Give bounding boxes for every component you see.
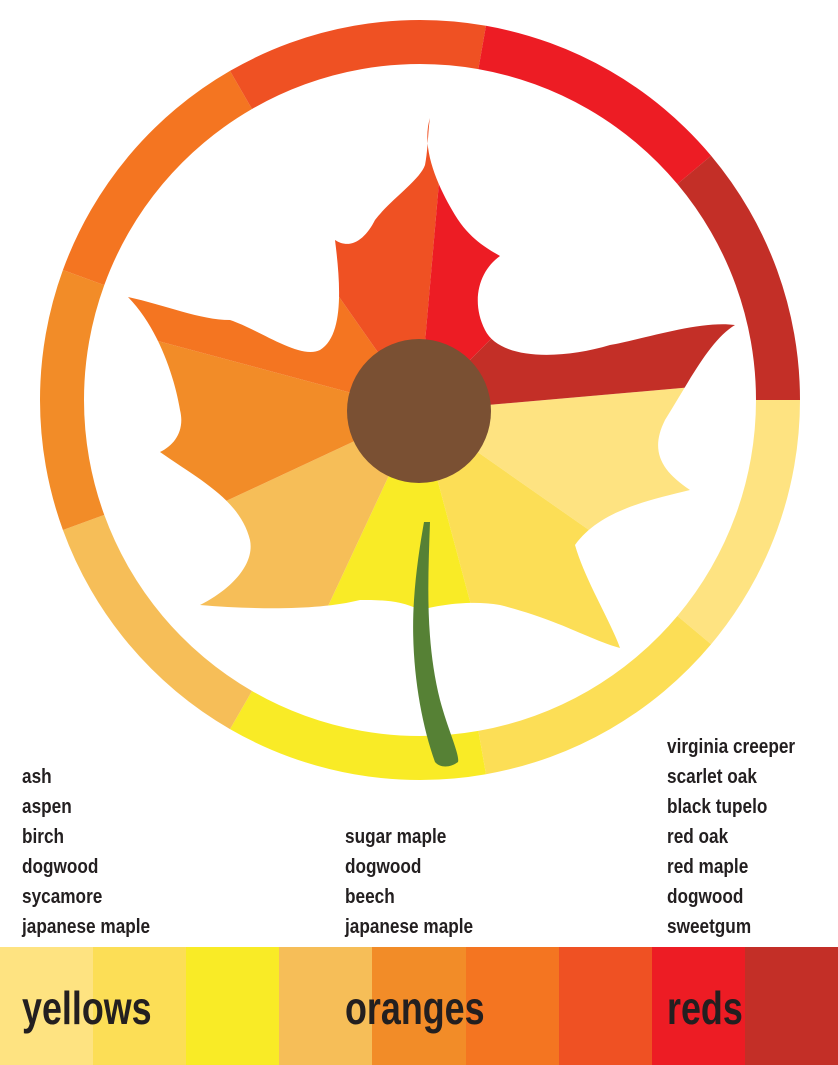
leaf-wedge [128,294,419,602]
oranges-label: oranges [345,982,485,1034]
color-wheel [39,19,800,780]
leaf-wedge [419,411,735,648]
tree-name: aspen [22,796,72,818]
ring-segment [677,400,800,645]
reds-tree-list: virginia creeper scarlet oak black tupelo r… [667,732,816,942]
ring-segment [62,514,252,730]
color-swatch [186,947,280,1065]
color-swatch [279,947,373,1065]
leaf-center [347,339,491,483]
yellows-label: yellows [22,982,152,1034]
color-swatch [465,947,559,1065]
tree-name: japanese maple [22,916,151,938]
tree-name: dogwood [667,886,744,908]
color-swatch [744,947,838,1065]
ring-segment [478,615,712,775]
tree-name: red maple [667,856,749,878]
color-swatch [372,947,466,1065]
tree-name: birch [22,826,65,848]
reds-label: reds [667,982,743,1034]
tree-name: virginia creeper [667,736,796,758]
oranges-tree-list: sugar maple dogwood beech japanese maple [345,822,494,942]
color-swatch-bar [0,947,838,1065]
ring-segment [39,270,105,530]
ring-segment [230,690,486,780]
color-swatch [558,947,652,1065]
color-swatch [93,947,187,1065]
tree-name: sweetgum [667,916,752,938]
yellows-tree-list: ash aspen birch dogwood sycamore japanese map… [22,762,171,942]
color-swatch [651,947,745,1065]
tree-name: japanese maple [345,916,474,938]
tree-name: sycamore [22,886,103,908]
tree-name: red oak [667,826,729,848]
color-swatch [0,947,94,1065]
ring-segment [230,19,486,110]
tree-name: black tupelo [667,796,768,818]
leaf-stem [413,522,459,767]
ring-segment [677,155,800,400]
tree-name: scarlet oak [667,766,757,788]
color-ring [39,19,800,780]
ring-segment [62,70,252,286]
tree-name: sugar maple [345,826,447,848]
tree-name: dogwood [22,856,99,878]
tree-name: ash [22,766,52,788]
tree-name: dogwood [345,856,422,878]
ring-segment [478,25,712,185]
tree-name: beech [345,886,395,908]
